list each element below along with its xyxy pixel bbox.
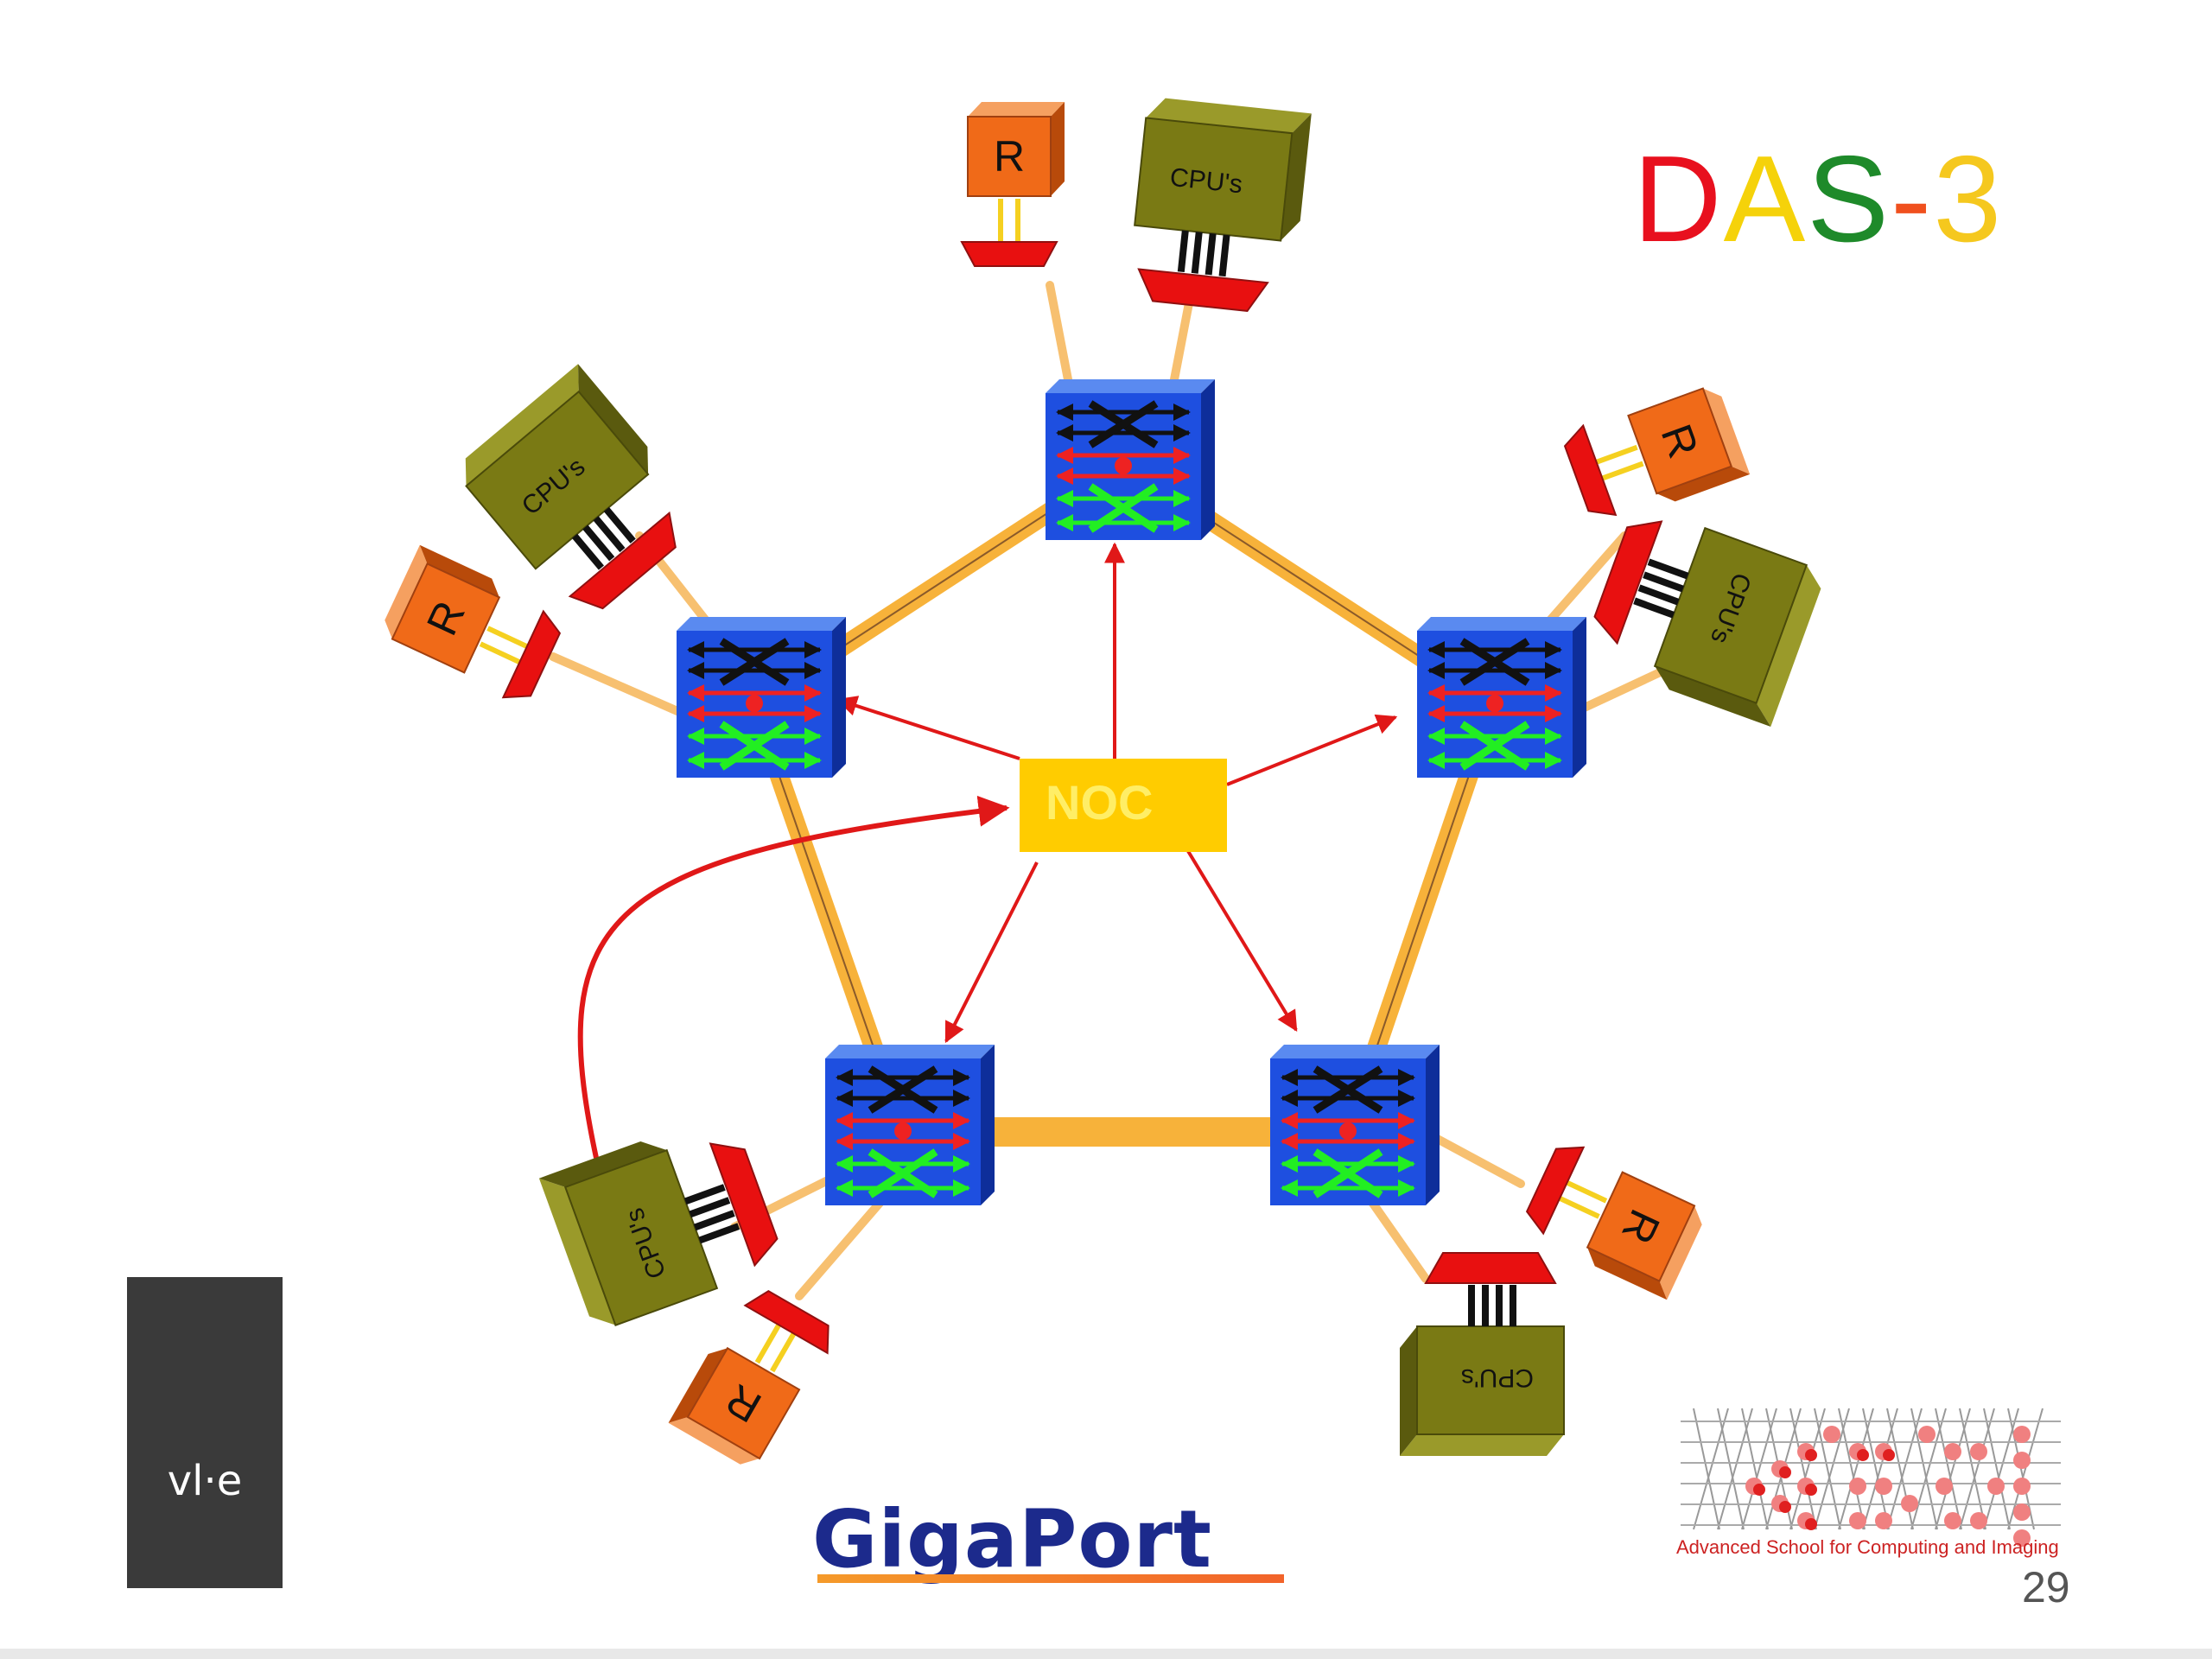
title-dash: -: [1891, 130, 1934, 268]
cpu-label: CPU's: [1461, 1363, 1534, 1392]
switch-group: [677, 379, 1586, 1205]
title-letter-s: S: [1807, 130, 1891, 268]
noc-label: NOC: [1046, 775, 1153, 830]
title-letter-a: A: [1723, 130, 1808, 268]
cpu-top: CPU's: [1134, 98, 1312, 312]
title-digit-3: 3: [1933, 130, 2004, 268]
switch-bottom-right: [1270, 1045, 1440, 1205]
slide-title: DAS-3: [1633, 138, 2003, 261]
router-top: R: [960, 102, 1065, 267]
router-left: R: [385, 544, 562, 699]
arrow-noc-left: [836, 696, 1020, 760]
gigaport-logo-bar: [817, 1574, 1284, 1583]
bottom-bar: [0, 1649, 2212, 1659]
router-bottom-right: R: [1525, 1146, 1702, 1300]
router-right: R: [1563, 387, 1751, 517]
noc-node: NOC: [1020, 759, 1227, 852]
page-number: 29: [2022, 1563, 2070, 1611]
gigaport-logo: GigaPort: [812, 1493, 1212, 1586]
router-label: R: [994, 132, 1025, 181]
arrow-noc-bottomleft: [944, 861, 1039, 1044]
arrow-cpu-to-noc: [577, 795, 1010, 1159]
switch-left: [677, 617, 846, 778]
arrow-noc-right: [1226, 714, 1398, 786]
router-bottom-left: R: [668, 1289, 830, 1465]
switch-top: [1046, 379, 1215, 540]
asci-caption: Advanced School for Computing and Imagin…: [1676, 1536, 2059, 1558]
vle-logo-text: vl·e: [167, 1457, 243, 1505]
noc-arrows: [577, 542, 1398, 1159]
title-letter-d: D: [1633, 130, 1724, 268]
cpu-bottom-left: CPU's: [538, 1141, 779, 1326]
switch-bottom-left: [825, 1045, 995, 1205]
switch-right: [1417, 617, 1586, 778]
asci-logo-graphic: [1681, 1408, 2061, 1547]
cpu-left: CPU's: [465, 364, 677, 610]
arrow-noc-bottomright: [1186, 849, 1298, 1033]
vle-logo: vl·e: [127, 1277, 283, 1588]
cpu-right: CPU's: [1593, 520, 1821, 728]
cpu-bottom-right: CPU's: [1400, 1252, 1565, 1456]
